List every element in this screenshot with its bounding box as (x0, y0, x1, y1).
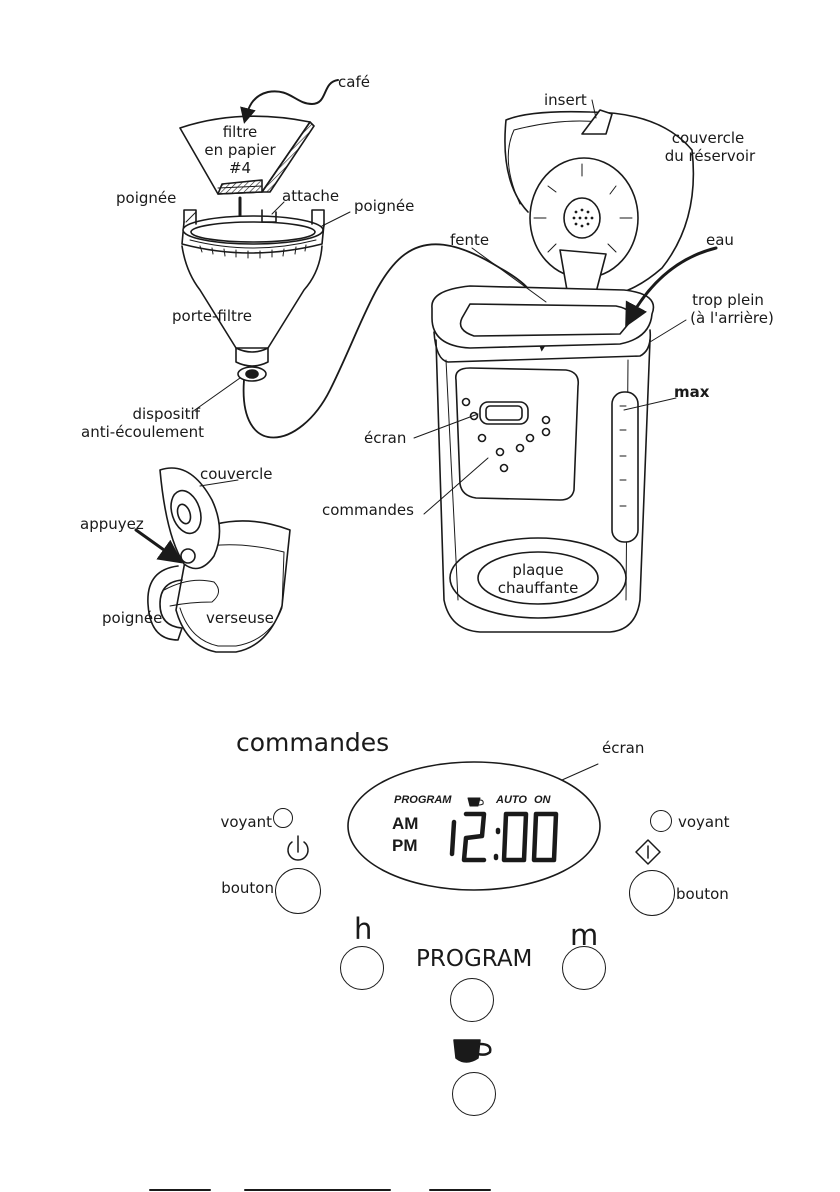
label-poignee-left: poignée (116, 189, 177, 207)
cafe-arrow (240, 79, 339, 124)
coffee-cup-icon (453, 1039, 492, 1063)
lcd-pm: PM (392, 836, 418, 855)
power-icon (287, 835, 309, 861)
lcd-on: ON (534, 794, 551, 806)
lcd-program: PROGRAM (394, 794, 452, 806)
strength-button[interactable] (452, 1072, 496, 1116)
label-porte-filtre: porte-filtre (172, 307, 252, 325)
bouton-left-label: bouton (221, 879, 274, 897)
label-couvercle-reservoir-2: du réservoir (664, 147, 756, 165)
voyant-left-label: voyant (220, 813, 272, 831)
label-trop-plein-2: (à l'arrière) (690, 309, 774, 327)
bouton-right-label: bouton (676, 885, 729, 903)
panel-ecran-label: écran (602, 739, 645, 757)
lcd-am: AM (392, 814, 419, 833)
lcd-auto: AUTO (496, 794, 527, 806)
label-filtre-3: #4 (228, 159, 252, 177)
panel-title: commandes (236, 728, 390, 757)
label-filtre-1: filtre (222, 123, 258, 141)
label-commandes: commandes (322, 501, 414, 519)
power-button[interactable] (275, 868, 321, 914)
start-button[interactable] (629, 870, 675, 916)
label-insert: insert (544, 91, 587, 109)
label-fente: fente (450, 231, 490, 249)
paper-filter (179, 115, 315, 195)
program-label: PROGRAM (416, 946, 533, 972)
minute-button[interactable] (562, 946, 606, 990)
label-verseuse: verseuse (206, 609, 274, 627)
label-plaque-1: plaque (512, 561, 564, 579)
label-max: max (674, 383, 710, 401)
label-plaque-2: chauffante (497, 579, 579, 597)
label-trop-plein-1: trop plein (692, 291, 764, 309)
label-eau: eau (706, 231, 734, 249)
voyant-right-label: voyant (678, 813, 730, 831)
label-dispositif-2: anti-écoulement (81, 423, 204, 441)
filter-holder (181, 209, 325, 382)
label-poignee-carafe: poignée (102, 609, 163, 627)
leader-lines (185, 99, 718, 797)
label-dispositif-1: dispositif (132, 405, 200, 423)
lcd-time-digits (449, 811, 559, 863)
label-cafe: café (338, 73, 370, 91)
label-couvercle-reservoir-1: couvercle (671, 129, 745, 147)
start-diamond-icon (635, 839, 661, 865)
label-poignee-right: poignée (354, 197, 415, 215)
program-button[interactable] (450, 978, 494, 1022)
label-ecran: écran (364, 429, 407, 447)
hour-button[interactable] (340, 946, 384, 990)
appuyez-arrow (134, 528, 183, 564)
indicator-light-power (273, 808, 293, 828)
control-panel (347, 761, 601, 891)
label-appuyez: appuyez (80, 515, 144, 533)
h-label: h (354, 912, 373, 946)
label-couvercle: couvercle (200, 465, 273, 483)
label-attache: attache (282, 187, 340, 205)
label-filtre-2: en papier (204, 141, 276, 159)
coffee-maker (431, 109, 695, 633)
indicator-light-start (650, 810, 672, 832)
